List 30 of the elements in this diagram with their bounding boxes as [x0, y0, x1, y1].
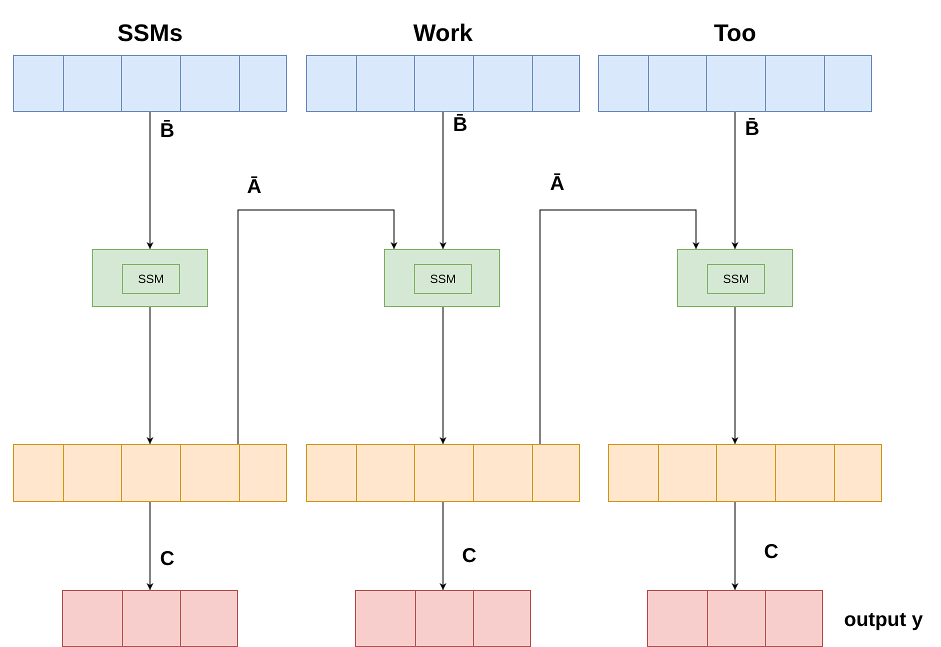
arrow: [440, 112, 446, 250]
block-box: [677, 249, 793, 307]
arrow: [146, 112, 154, 250]
column-heading: Too: [714, 20, 756, 48]
vector-cells: [306, 55, 580, 112]
arrow: [146, 306, 154, 444]
output-label: output y: [844, 609, 923, 632]
vector-cells: [62, 590, 238, 647]
arrow: [238, 210, 398, 444]
arrow: [440, 502, 446, 590]
vector-cells: [13, 55, 287, 112]
block-box: [92, 249, 208, 307]
vector-cells: [608, 444, 882, 502]
block-box: [384, 249, 500, 307]
arrow: [440, 306, 446, 444]
vector-cells: [13, 444, 287, 502]
ssm-box: SSM: [707, 264, 765, 294]
arrow: [540, 210, 700, 444]
vector-cells: [306, 444, 580, 502]
column-heading: SSMs: [117, 20, 183, 48]
ssm-box: SSM: [414, 264, 472, 294]
vector-cells: [355, 590, 531, 647]
vector-cells: [647, 590, 823, 647]
arrow: [732, 306, 738, 444]
arrow: [732, 502, 738, 590]
ssm-box: SSM: [122, 264, 180, 294]
column-heading: Work: [413, 20, 473, 48]
vector-cells: [598, 55, 872, 112]
arrow: [732, 112, 738, 250]
arrow: [146, 502, 154, 590]
